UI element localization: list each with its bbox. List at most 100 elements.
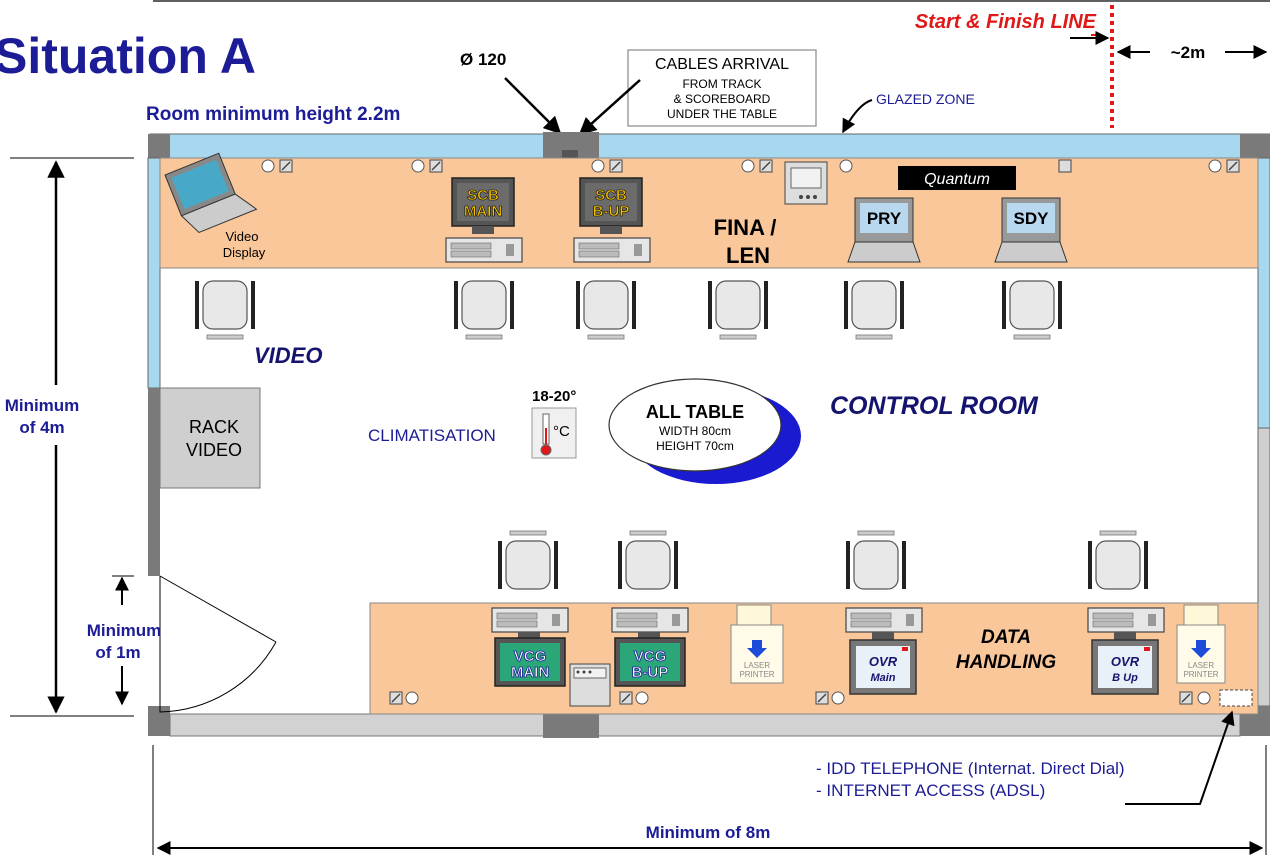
chair-bottom-1 <box>497 530 559 590</box>
cables-arrival-box <box>627 49 817 127</box>
approx-2m-label: ~2m <box>1171 43 1206 62</box>
laser-printer-1-line2: PRINTER <box>739 670 774 679</box>
cables-line1: CABLES ARRIVAL <box>655 56 789 73</box>
note-idd: - IDD TELEPHONE (Internat. Direct Dial) <box>816 759 1125 778</box>
glazed-zone-arrow <box>842 99 873 134</box>
sdy-laptop <box>994 197 1068 263</box>
left-wall <box>148 388 160 576</box>
vcg-bup-line1: VCG <box>634 648 667 665</box>
vcg-main-monitor <box>494 632 566 687</box>
ovr-main-line1: OVR <box>869 654 898 669</box>
video-display-line1: Video <box>225 229 258 244</box>
rack-video <box>159 387 261 489</box>
laser-printer-2-line2: PRINTER <box>1183 670 1218 679</box>
outlet-bottom-1 <box>389 691 419 705</box>
pry-label: PRY <box>867 209 902 228</box>
vcg-bup-line2: B-UP <box>632 664 669 681</box>
vcg-main-cpu <box>491 607 569 633</box>
dim-4m-line2: of 4m <box>19 418 64 437</box>
ovr-bup-line1: OVR <box>1111 654 1140 669</box>
wall-corner-bl <box>148 706 170 736</box>
chair-bottom-2 <box>617 530 679 590</box>
room-height-label: Room minimum height 2.2m <box>146 104 400 125</box>
telephone-socket <box>1219 689 1253 707</box>
quantum-logo <box>898 166 1016 190</box>
laser-printer-2-line1: LASER <box>1188 661 1214 670</box>
start-finish-label: Start & Finish LINE <box>915 11 1097 33</box>
control-room-label: CONTROL ROOM <box>830 392 1039 420</box>
dim-4m-line1: Minimum <box>5 396 80 415</box>
outlet-bottom-2 <box>619 691 649 705</box>
pry-laptop <box>847 197 921 263</box>
ovr-main-monitor <box>849 632 917 695</box>
cables-line3: & SCOREBOARD <box>674 92 771 106</box>
scb-bup-line1: SCB <box>595 187 627 204</box>
laser-printer-1-line1: LASER <box>744 661 770 670</box>
dim-1m-line1: Minimum <box>87 621 162 640</box>
chair-bottom-3 <box>845 530 907 590</box>
ovr-main-line2: Main <box>870 672 895 684</box>
all-table-title: ALL TABLE <box>646 402 744 422</box>
chair-top-2 <box>453 280 515 340</box>
scb-main-line2: MAIN <box>464 203 502 220</box>
video-display-laptop-icon <box>164 152 258 234</box>
video-display-line2: Display <box>223 245 266 260</box>
temp-range-label: 18-20° <box>532 388 576 405</box>
ovr-bup-line2: B Up <box>1112 672 1138 684</box>
sdy-label: SDY <box>1014 209 1050 228</box>
all-table-width: WIDTH 80cm <box>659 424 731 438</box>
bottom-wall-block <box>543 712 599 738</box>
bottom-wall <box>169 713 1241 737</box>
data-handling-line2: HANDLING <box>956 652 1056 673</box>
rack-line1: RACK <box>189 417 239 437</box>
door-leaf <box>159 575 277 643</box>
vcg-main-line2: MAIN <box>511 664 549 681</box>
small-monitor-icon <box>784 161 828 205</box>
outlet-5 <box>839 159 853 173</box>
fina-line1: FINA / <box>714 215 777 240</box>
scb-bup-monitor <box>573 177 651 263</box>
left-glazed-wall <box>147 157 161 389</box>
ovr-main-cpu <box>845 607 923 633</box>
climatisation-label: CLIMATISATION <box>368 426 496 445</box>
dim-1m-line2: of 1m <box>95 643 140 662</box>
video-label: VIDEO <box>254 343 322 368</box>
all-table-height: HEIGHT 70cm <box>656 439 734 453</box>
chair-top-3 <box>575 280 637 340</box>
vcg-bup-monitor <box>614 632 686 687</box>
laser-printer-1 <box>730 604 784 684</box>
chair-top-4 <box>707 280 769 340</box>
chair-top-6 <box>1001 280 1063 340</box>
glazed-zone-label: GLAZED ZONE <box>876 91 975 107</box>
vcg-bup-cpu <box>611 607 689 633</box>
scb-main-monitor <box>445 177 523 263</box>
page-title: Situation A <box>0 28 256 84</box>
cables-arrow <box>578 79 641 136</box>
outlet-bottom-3 <box>815 691 845 705</box>
wall-corner-tl <box>148 134 170 158</box>
diameter-arrow <box>504 77 562 135</box>
right-wall <box>1257 427 1270 707</box>
dim-8m-label: Minimum of 8m <box>646 823 771 842</box>
laser-printer-2 <box>1176 604 1226 684</box>
cables-line2: FROM TRACK <box>682 77 761 91</box>
chair-bottom-4 <box>1087 530 1149 590</box>
cables-line4: UNDER THE TABLE <box>667 107 777 121</box>
right-glazed-wall <box>1257 157 1270 429</box>
temp-unit-label: °C <box>553 423 570 440</box>
thermometer-icon <box>531 407 577 459</box>
ovr-bup-monitor <box>1091 632 1159 695</box>
chair-top-1 <box>194 280 256 340</box>
small-device-icon <box>569 663 611 707</box>
data-handling-line1: DATA <box>981 627 1031 648</box>
top-table <box>159 157 1259 269</box>
vcg-main-line1: VCG <box>514 648 547 665</box>
note-internet: - INTERNET ACCESS (ADSL) <box>816 781 1045 800</box>
door-swing <box>159 576 277 713</box>
quantum-logo-text: Quantum <box>924 171 990 188</box>
top-glazed-wall <box>149 133 1270 159</box>
chair-top-5 <box>843 280 905 340</box>
outlet-bottom-4 <box>1179 691 1211 705</box>
